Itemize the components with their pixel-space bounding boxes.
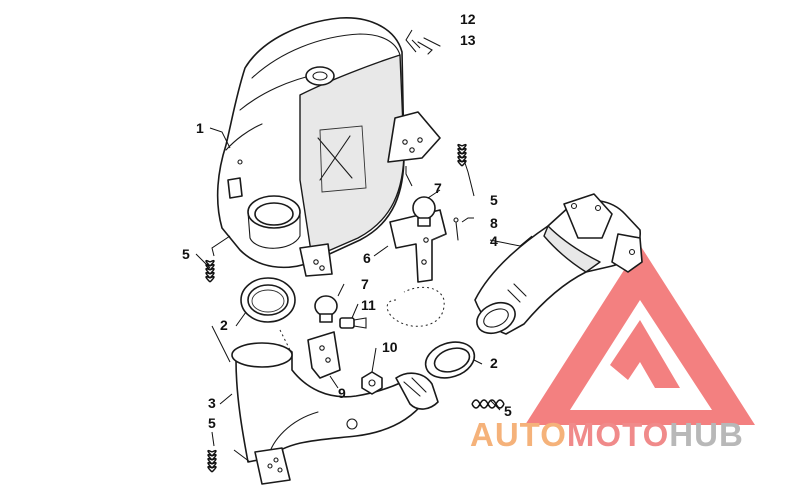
callout-1: 1	[196, 120, 204, 136]
callout-13: 13	[460, 32, 476, 48]
callout-4: 4	[490, 233, 498, 249]
part-8-pin	[453, 217, 459, 241]
watermark-hub: HUB	[669, 416, 744, 453]
callout-11: 11	[361, 297, 376, 313]
part-1-muffler	[216, 17, 405, 277]
part-4-manifold	[474, 193, 643, 335]
part-5-spring-left-upper	[205, 259, 215, 283]
watermark-triangle	[525, 245, 755, 425]
part-11-bolt	[339, 317, 367, 329]
callout-5-left-upper: 5	[182, 246, 190, 262]
part-10-nut	[361, 371, 383, 395]
part-7-grommet-upper	[412, 196, 436, 227]
callout-5-bottom-left: 5	[208, 415, 216, 431]
callout-3: 3	[208, 395, 216, 411]
callout-9: 9	[338, 385, 346, 401]
callout-5-top-right: 5	[490, 192, 498, 208]
watermark-inner-mark	[610, 320, 680, 388]
callout-2-right: 2	[490, 355, 498, 371]
watermark-wordmark: AUTOMOTOHUB	[470, 416, 744, 453]
part-5-spring-bottom-left	[207, 449, 217, 473]
part-5-spring-top-right	[457, 143, 467, 167]
callout-2-left: 2	[220, 317, 228, 333]
watermark-logo	[525, 245, 755, 425]
callout-5-bottom-right: 5	[504, 403, 512, 419]
part-5-spring-bottom-right	[471, 399, 505, 409]
part-9-bracket	[307, 331, 341, 379]
callout-labels: 1 12 13 5 7 8 4 5 6 7 11 2 10 2 9 3 5 5	[182, 11, 512, 431]
part-2-gasket-left	[240, 277, 296, 323]
callout-10: 10	[382, 339, 398, 355]
leader-lines	[195, 29, 533, 463]
part-7-grommet-lower	[314, 295, 338, 323]
watermark-moto: MOTO	[567, 416, 669, 453]
part-6-bracket	[389, 209, 447, 283]
watermark-auto: AUTO	[470, 416, 567, 453]
callout-6: 6	[363, 250, 371, 266]
muffler-rear-bracket	[387, 111, 441, 163]
part-2-gasket-right	[424, 341, 476, 379]
callout-8: 8	[490, 215, 498, 231]
callout-12: 12	[460, 11, 476, 27]
callout-7-upper: 7	[434, 180, 442, 196]
watermark-word-auto: AUTOMOTOHUB	[470, 416, 744, 453]
part-12-13-clip	[417, 37, 441, 55]
callout-7-lower: 7	[361, 276, 369, 292]
assembly-lines	[279, 286, 445, 351]
